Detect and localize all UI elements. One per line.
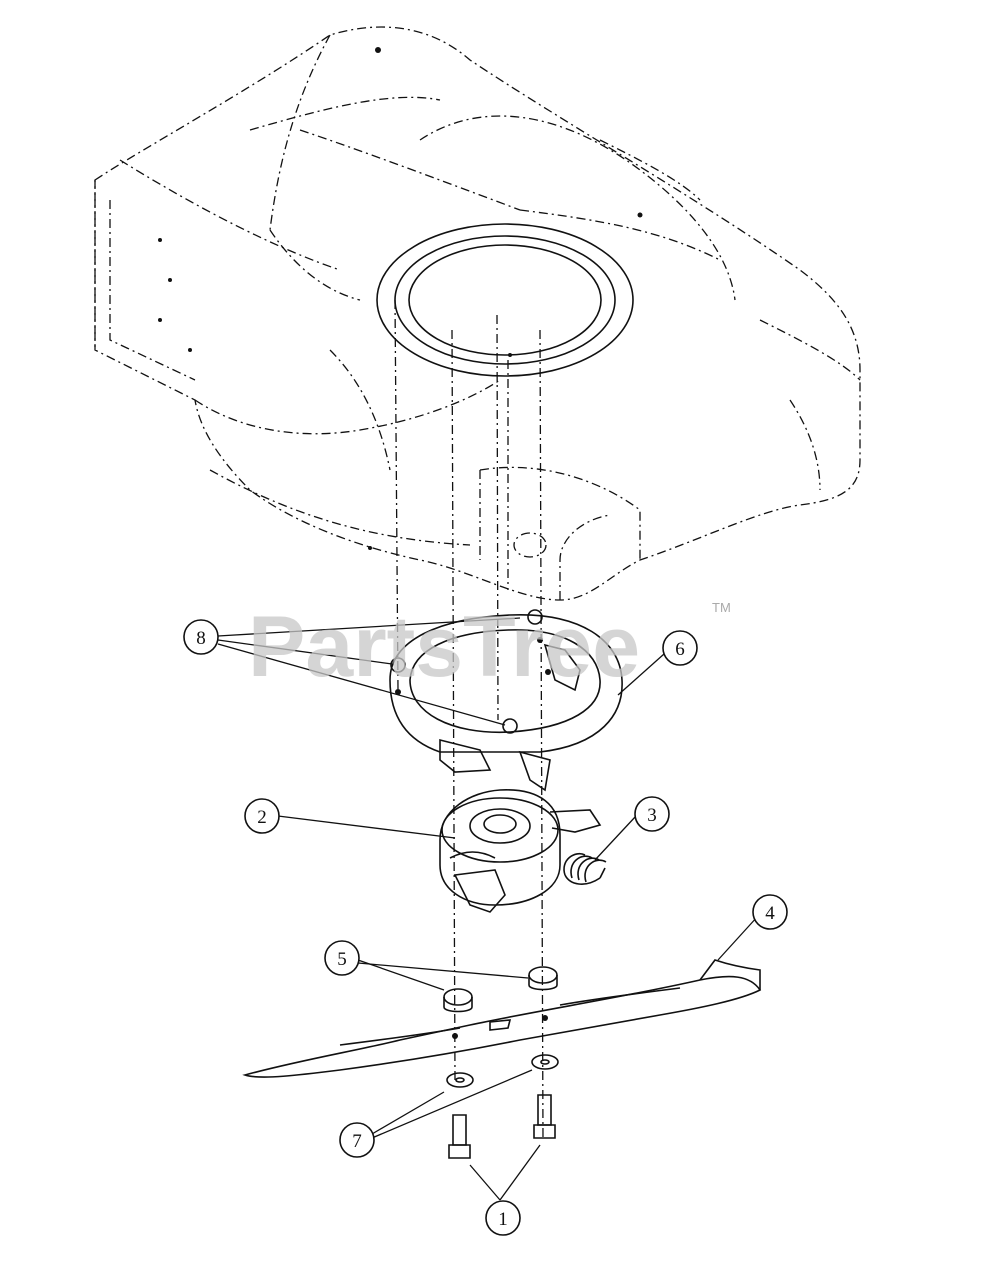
deck-spindle-opening-outer [376, 223, 634, 377]
svg-text:4: 4 [765, 903, 775, 924]
svg-text:3: 3 [647, 805, 657, 826]
spring-part-3 [563, 853, 607, 885]
deck-spindle-opening-inner [394, 235, 616, 365]
svg-text:7: 7 [352, 1131, 362, 1152]
alignment-center-lines [394, 299, 544, 1141]
callout-7: 7 [339, 1122, 375, 1158]
bolts-part-1 [448, 1094, 556, 1159]
svg-text:8: 8 [196, 628, 206, 649]
spacers-part-5 [443, 966, 558, 1013]
svg-text:1: 1 [498, 1209, 508, 1230]
svg-text:6: 6 [675, 639, 685, 660]
partstree-watermark: PartsTree TM [248, 599, 731, 695]
callout-5: 5 [324, 940, 360, 976]
callout-6: 6 [662, 630, 698, 666]
callout-1: 1 [485, 1200, 521, 1236]
watermark-text: PartsTree [248, 599, 640, 695]
svg-text:2: 2 [257, 807, 267, 828]
blade-part-4 [242, 959, 762, 1078]
callout-8: 8 [183, 619, 219, 655]
callout-2: 2 [244, 798, 280, 834]
mounting-plate-part-6 [389, 609, 623, 792]
pto-clutch-part-2 [439, 789, 602, 913]
watermark-trademark: TM [712, 600, 731, 615]
mower-deck-housing [94, 26, 861, 601]
svg-text:5: 5 [337, 949, 347, 970]
callout-4: 4 [752, 894, 788, 930]
leader-lines [217, 617, 759, 1201]
callout-3: 3 [634, 796, 670, 832]
washers-part-7 [446, 1054, 559, 1088]
